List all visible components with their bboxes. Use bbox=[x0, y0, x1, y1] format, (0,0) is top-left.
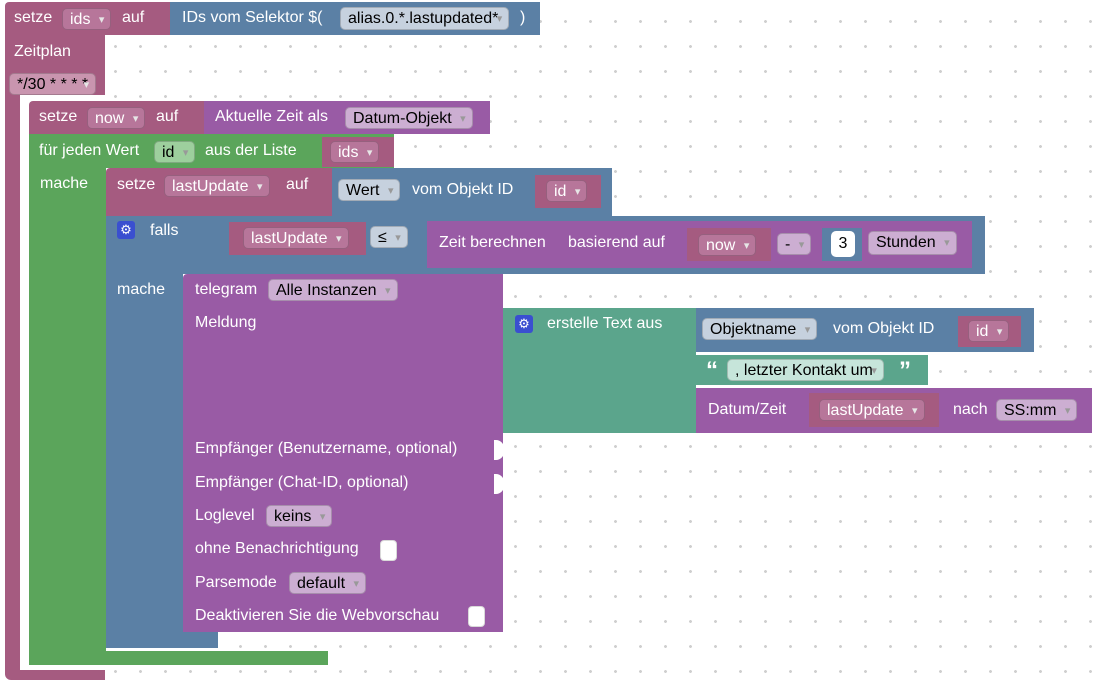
lastupdate-variable-dropdown[interactable]: lastUpdate bbox=[819, 399, 925, 422]
set-now-block[interactable]: setze now auf bbox=[29, 101, 204, 134]
base-variable-block[interactable]: now bbox=[687, 228, 771, 261]
gear-icon[interactable]: ⚙ bbox=[117, 221, 135, 239]
selector-block[interactable]: IDs vom Selektor $( alias.0.*.lastupdate… bbox=[170, 2, 540, 35]
if-body: mache bbox=[106, 274, 183, 648]
for-each-body: mache bbox=[29, 168, 106, 665]
object-id-label: vom Objekt ID bbox=[412, 181, 514, 198]
list-variable-block[interactable]: ids bbox=[322, 137, 394, 167]
id-variable-block[interactable]: id bbox=[535, 175, 601, 208]
close-quote-icon: ” bbox=[899, 357, 911, 384]
parsemode-label: Parsemode bbox=[195, 574, 277, 591]
number-block[interactable]: 3 bbox=[822, 228, 862, 261]
loglevel-label: Loglevel bbox=[195, 507, 255, 524]
lastupdate-variable-dropdown[interactable]: lastUpdate bbox=[164, 175, 270, 198]
attribute-dropdown[interactable]: Wert bbox=[338, 179, 401, 202]
message-label: Meldung bbox=[195, 314, 257, 331]
telegram-block[interactable]: telegram Alle Instanzen Meldung Empfänge… bbox=[183, 274, 503, 632]
telegram-instance-dropdown[interactable]: Alle Instanzen bbox=[268, 279, 398, 302]
silent-checkbox[interactable] bbox=[380, 540, 397, 561]
set-keyword: setze bbox=[117, 176, 156, 193]
if-label: falls bbox=[150, 222, 179, 239]
recipient-chat-input-notch bbox=[494, 474, 504, 494]
disable-preview-label: Deaktivieren Sie die Webvorschau bbox=[195, 607, 440, 624]
selector-close-paren: ) bbox=[520, 9, 526, 26]
schedule-label: Zeitplan bbox=[14, 43, 71, 60]
text-literal-field[interactable]: , letzter Kontakt um bbox=[727, 359, 884, 382]
list-variable-dropdown[interactable]: ids bbox=[330, 141, 380, 164]
if-bottom bbox=[106, 632, 218, 648]
date-format-dropdown[interactable]: Datum-Objekt bbox=[345, 107, 473, 130]
left-variable-dropdown[interactable]: lastUpdate bbox=[243, 227, 349, 250]
to-keyword: auf bbox=[286, 176, 309, 193]
selector-pattern-field[interactable]: alias.0.*.lastupdated* bbox=[340, 7, 510, 30]
text-literal-block[interactable]: “ , letzter Kontakt um ” bbox=[696, 355, 928, 385]
datetime-label: Datum/Zeit bbox=[708, 401, 787, 418]
to-keyword: auf bbox=[122, 9, 145, 26]
telegram-label: telegram bbox=[195, 281, 258, 298]
if-block[interactable]: ⚙ falls bbox=[106, 216, 219, 274]
lastupdate-variable-block[interactable]: lastUpdate bbox=[809, 393, 939, 427]
from-list-label: aus der Liste bbox=[205, 142, 297, 159]
time-calc-label: Zeit berechnen bbox=[439, 234, 546, 251]
ids-variable-dropdown[interactable]: ids bbox=[62, 8, 112, 31]
cron-field[interactable]: */30 * * * * bbox=[9, 73, 97, 96]
selector-label: IDs vom Selektor $( bbox=[182, 9, 323, 26]
base-variable-dropdown[interactable]: now bbox=[698, 234, 757, 257]
recipient-user-input-notch bbox=[494, 440, 504, 460]
based-on-label: basierend auf bbox=[568, 234, 665, 251]
current-time-label: Aktuelle Zeit als bbox=[215, 108, 328, 125]
set-keyword: setze bbox=[14, 9, 53, 26]
recipient-user-label: Empfänger (Benutzername, optional) bbox=[195, 440, 458, 457]
silent-label: ohne Benachrichtigung bbox=[195, 540, 359, 557]
do-label: mache bbox=[40, 175, 89, 192]
text-join-block[interactable]: ⚙ erstelle Text aus bbox=[503, 308, 696, 433]
time-operator-dropdown[interactable]: - bbox=[777, 233, 812, 256]
time-format-dropdown[interactable]: SS:mm bbox=[996, 399, 1078, 422]
current-time-block[interactable]: Aktuelle Zeit als Datum-Objekt bbox=[204, 101, 490, 134]
left-operand-block[interactable]: lastUpdate bbox=[229, 222, 366, 255]
for-each-bottom bbox=[29, 651, 328, 665]
set-keyword: setze bbox=[39, 108, 78, 125]
object-name-attribute-dropdown[interactable]: Objektname bbox=[702, 318, 818, 341]
after-label: nach bbox=[953, 401, 988, 418]
comparison-operator-dropdown[interactable]: ≤ bbox=[370, 226, 408, 249]
set-lastupdate-block[interactable]: setze lastUpdate auf bbox=[106, 168, 332, 216]
now-variable-dropdown[interactable]: now bbox=[87, 107, 146, 130]
parsemode-dropdown[interactable]: default bbox=[289, 572, 367, 595]
loop-variable-dropdown[interactable]: id bbox=[154, 141, 196, 164]
open-quote-icon: “ bbox=[706, 357, 718, 384]
time-unit-dropdown[interactable]: Stunden bbox=[868, 231, 957, 255]
id-variable-block[interactable]: id bbox=[958, 316, 1021, 347]
recipient-chat-label: Empfänger (Chat-ID, optional) bbox=[195, 474, 409, 491]
id-variable-dropdown[interactable]: id bbox=[546, 180, 588, 203]
disable-preview-checkbox[interactable] bbox=[468, 606, 485, 627]
gear-icon[interactable]: ⚙ bbox=[515, 315, 533, 333]
hours-amount-field[interactable]: 3 bbox=[831, 231, 855, 257]
object-id-label: vom Objekt ID bbox=[833, 320, 935, 337]
do-label: mache bbox=[117, 281, 166, 298]
id-variable-dropdown[interactable]: id bbox=[968, 320, 1010, 343]
to-keyword: auf bbox=[156, 108, 179, 125]
set-ids-block[interactable]: setze ids auf bbox=[5, 2, 170, 35]
loglevel-dropdown[interactable]: keins bbox=[266, 505, 333, 528]
text-join-label: erstelle Text aus bbox=[547, 315, 663, 332]
for-each-label: für jeden Wert bbox=[39, 142, 140, 159]
